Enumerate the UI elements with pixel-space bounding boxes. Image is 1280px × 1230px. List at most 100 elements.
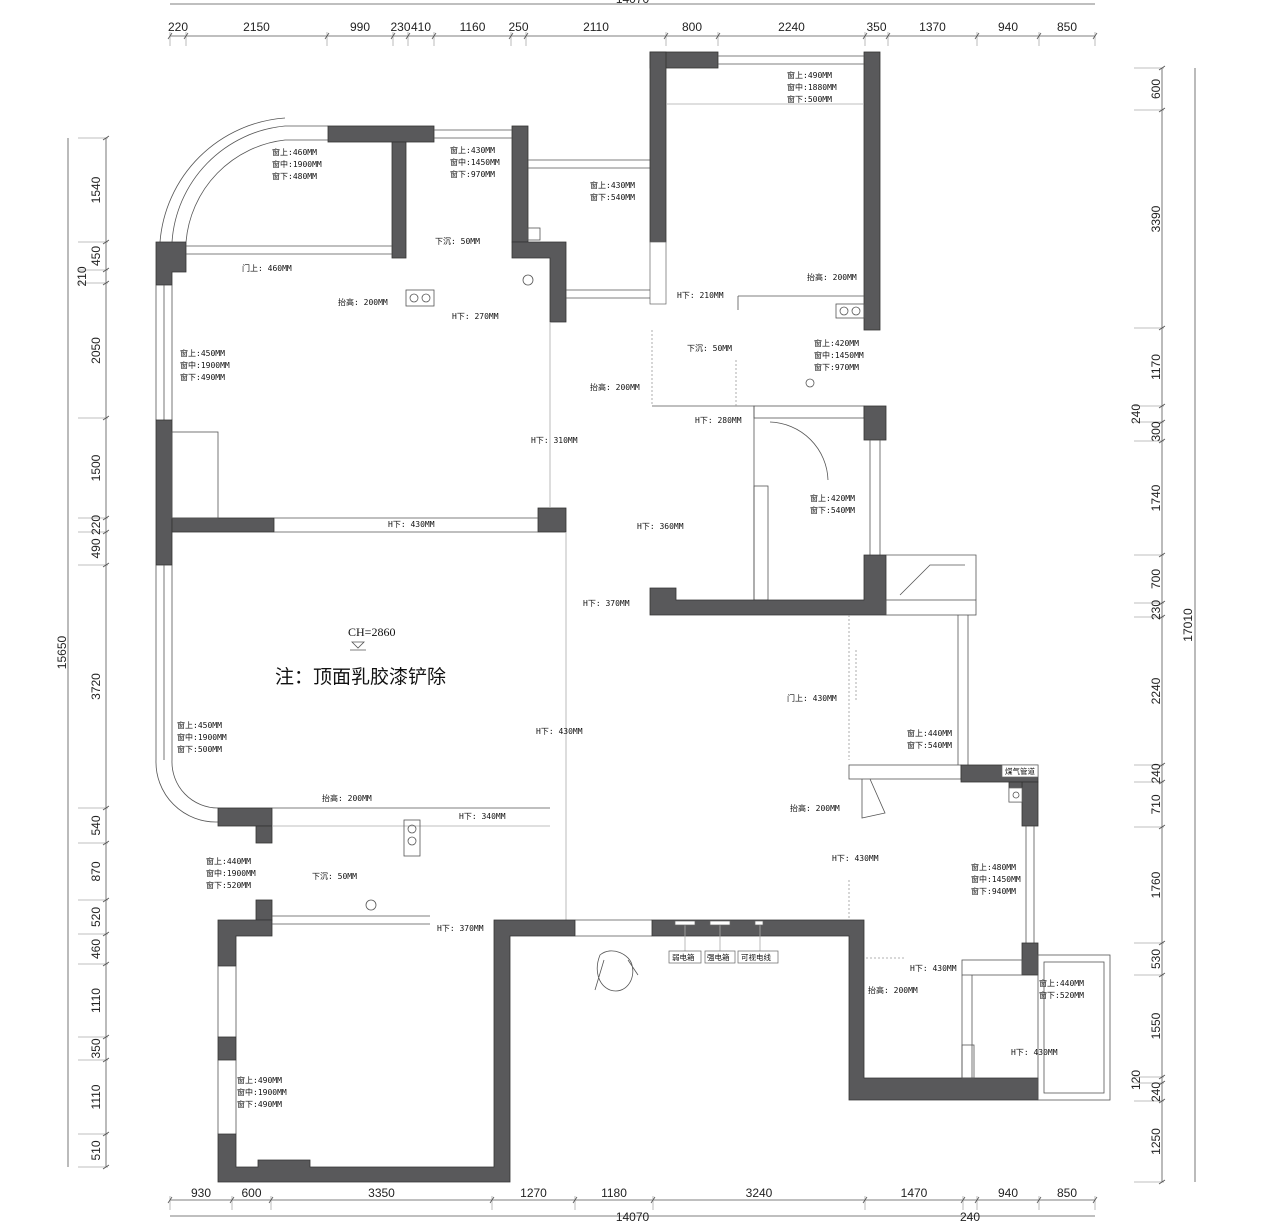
dimension-label: 1370 bbox=[919, 20, 946, 34]
dimension-label: 940 bbox=[998, 20, 1018, 34]
dimension-label: 240 bbox=[1149, 1082, 1163, 1102]
annotation-line: 窗上:420MM bbox=[810, 493, 855, 503]
annotation-line: H下: 340MM bbox=[459, 812, 506, 821]
dimension-total-label: 14070 bbox=[616, 0, 650, 6]
annotation-line: 抬高: 200MM bbox=[807, 272, 857, 282]
dimension-tick bbox=[102, 1057, 110, 1063]
dimension-tick bbox=[102, 1131, 110, 1137]
weak-box-label: 弱电箱 bbox=[672, 952, 695, 962]
dimension-tick bbox=[102, 529, 110, 535]
dimension-tick bbox=[885, 32, 891, 40]
dimension-label: 930 bbox=[191, 1186, 211, 1200]
annotation: H下: 370MM bbox=[437, 924, 484, 933]
wall bbox=[511, 125, 529, 243]
annotation-line: H下: 270MM bbox=[452, 312, 499, 321]
dimension-label: 220 bbox=[168, 20, 188, 34]
annotation-line: 窗下:540MM bbox=[907, 740, 952, 750]
dimension-tick bbox=[1158, 762, 1166, 768]
dimension-total-label: 17010 bbox=[1181, 608, 1195, 642]
curved-window-top-left bbox=[171, 125, 328, 243]
wall bbox=[1021, 781, 1039, 827]
annotation: H下: 210MM bbox=[677, 291, 724, 300]
dimension-tick bbox=[523, 32, 529, 40]
annotation: 门上: 460MM bbox=[242, 263, 292, 273]
dimension-tick bbox=[183, 32, 189, 40]
dimension-label: 540 bbox=[89, 815, 103, 835]
dimension-tick bbox=[167, 32, 173, 40]
dimension-label: 410 bbox=[411, 20, 431, 34]
dimension-label: 940 bbox=[998, 1186, 1018, 1200]
annotation-line: H下: 210MM bbox=[677, 291, 724, 300]
dimension-label: 250 bbox=[508, 20, 528, 34]
annotation: 抬高: 200MM bbox=[807, 272, 857, 282]
wall bbox=[217, 919, 273, 967]
dimension-label: 1550 bbox=[1149, 1012, 1163, 1039]
wall bbox=[217, 1036, 237, 1061]
tag-weak-box: 弱电箱 bbox=[668, 950, 702, 964]
annotation-line: 窗中:1900MM bbox=[206, 868, 256, 878]
wall bbox=[327, 125, 435, 143]
dimension-label: 700 bbox=[1149, 569, 1163, 589]
annotation-line: H下: 360MM bbox=[637, 522, 684, 531]
annotation-line: H下: 370MM bbox=[437, 924, 484, 933]
dimension-tick bbox=[862, 32, 868, 40]
annotation: H下: 310MM bbox=[531, 436, 578, 445]
wall bbox=[171, 517, 275, 533]
dimension-label: 3350 bbox=[368, 1186, 395, 1200]
dimension-tick bbox=[102, 562, 110, 568]
annotation: H下: 430MM bbox=[388, 520, 435, 529]
dimension-tick bbox=[1158, 552, 1166, 558]
annotation: H下: 270MM bbox=[452, 312, 499, 321]
dimension-label: 850 bbox=[1057, 20, 1077, 34]
annotation-line: 窗下:940MM bbox=[971, 886, 1016, 896]
dimension-label: 120 bbox=[1129, 1070, 1143, 1090]
dimension-label: 1110 bbox=[89, 1084, 103, 1109]
annotation-line: 窗中:1450MM bbox=[450, 157, 500, 167]
dimension-label: 1540 bbox=[89, 176, 103, 203]
wall bbox=[255, 899, 273, 921]
dimension-label: 530 bbox=[1149, 949, 1163, 969]
annotation-line: 窗中:1450MM bbox=[971, 874, 1021, 884]
dimension-tick bbox=[1158, 972, 1166, 978]
dimension-tick bbox=[1158, 614, 1166, 620]
dimension-tick bbox=[1158, 779, 1166, 785]
wall bbox=[863, 405, 887, 441]
dimension-tick bbox=[268, 1196, 274, 1204]
annotation: H下: 360MM bbox=[637, 522, 684, 531]
dimension-label: 3240 bbox=[746, 1186, 773, 1200]
dimension-tick bbox=[102, 1034, 110, 1040]
dimension-tick bbox=[862, 1196, 868, 1204]
dimension-tick bbox=[1158, 940, 1166, 946]
wall bbox=[651, 919, 1039, 1101]
dimension-tick bbox=[572, 1196, 578, 1204]
annotation-line: 窗下:970MM bbox=[814, 362, 859, 372]
annotation-line: 窗上:440MM bbox=[1039, 978, 1084, 988]
dimension-tick bbox=[1158, 438, 1166, 444]
dimension-label: 1180 bbox=[601, 1186, 627, 1200]
annotation: 抬高: 200MM bbox=[322, 793, 372, 803]
dimension-tick bbox=[715, 32, 721, 40]
annotation: 下沉: 50MM bbox=[687, 344, 732, 353]
annotation: H下: 280MM bbox=[695, 416, 742, 425]
dimension-label: 990 bbox=[350, 20, 370, 34]
dimension-tick bbox=[102, 1164, 110, 1170]
annotation-line: 门上: 430MM bbox=[787, 693, 837, 703]
annotation-line: 窗上:450MM bbox=[177, 720, 222, 730]
annotation-line: 窗下:520MM bbox=[206, 880, 251, 890]
dimension-tick bbox=[1158, 403, 1166, 409]
dimension-tick bbox=[974, 1196, 980, 1204]
annotation-line: 窗上:490MM bbox=[787, 70, 832, 80]
annotation-line: H下: 280MM bbox=[695, 416, 742, 425]
annotation-line: 门上: 460MM bbox=[242, 263, 292, 273]
tag-visual-wire: 可视电线 bbox=[737, 950, 779, 964]
dimension-label: 1250 bbox=[1149, 1128, 1163, 1155]
annotation: 门上: 430MM bbox=[787, 693, 837, 703]
dimension-label: 520 bbox=[89, 907, 103, 927]
dimension-label: 240 bbox=[960, 1210, 980, 1224]
